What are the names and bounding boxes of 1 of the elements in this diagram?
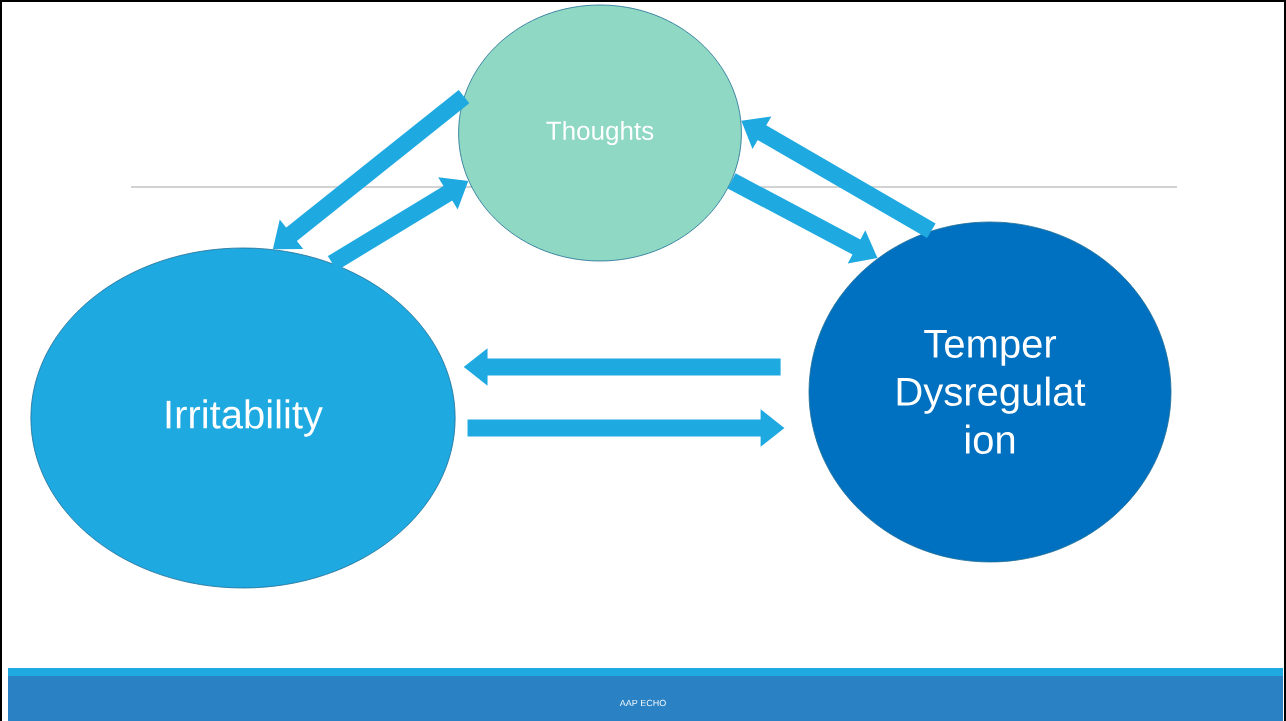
footer-text: AAP ECHO [619, 699, 666, 707]
